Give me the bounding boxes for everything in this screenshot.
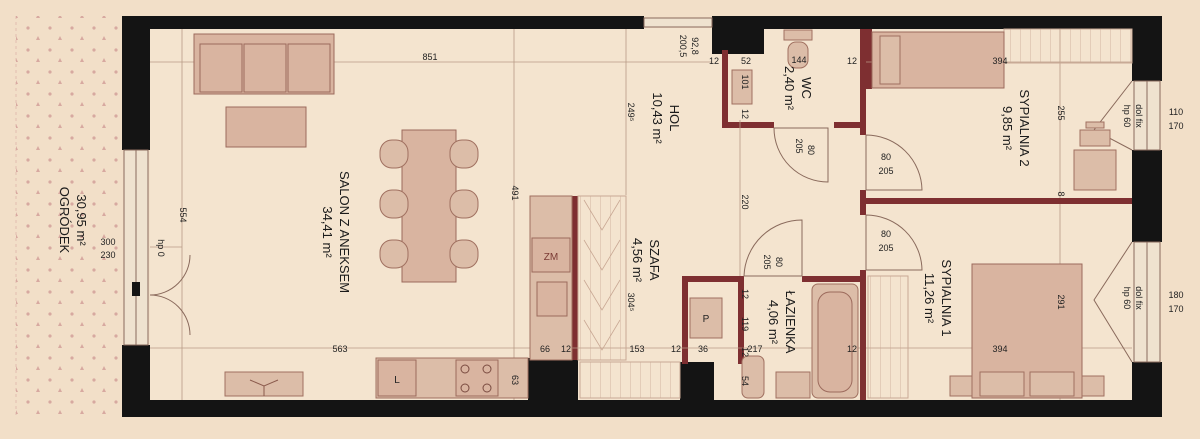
dim-label: 66 (540, 344, 550, 354)
dim-label: 249⁵ (626, 103, 636, 122)
bedroom2-furniture (871, 31, 1117, 191)
dim-label: 119 (740, 317, 750, 331)
dim-label: 180 (1168, 290, 1183, 300)
dim-label: 153 (629, 344, 644, 354)
dim-label: 205 (794, 138, 804, 153)
dim-label: 63 (510, 375, 520, 385)
dim-label: 12 (740, 289, 750, 299)
coffee-table (225, 106, 307, 148)
dim-label: 170 (1168, 304, 1183, 314)
dim-label: 92,8 (690, 37, 700, 55)
dim-label: 217 (747, 344, 762, 354)
dim-label: 12 (847, 56, 857, 66)
kitchen-units (375, 195, 573, 399)
dim-label: hp 60 (1122, 287, 1132, 310)
dim-label: 394 (992, 344, 1007, 354)
dim-label: 851 (422, 52, 437, 62)
dim-label: 110 (1169, 107, 1183, 117)
dim-label: 554 (178, 207, 188, 222)
dim-label: 80 (881, 229, 891, 239)
room-hall-label: HOL 10,43 m² (650, 92, 682, 144)
dim-label: 144 (791, 55, 806, 65)
room-name: WC (799, 77, 814, 99)
room-area: 4,56 m² (630, 238, 645, 283)
dim-label: 12 (740, 347, 750, 357)
dim-label: 394 (992, 56, 1007, 66)
dim-label: 80 (806, 145, 816, 155)
dim-label: 80 (881, 152, 891, 162)
room-name: ŁAZIENKA (783, 291, 798, 354)
dim-label: 563 (332, 344, 347, 354)
dim-label: 170 (1168, 121, 1183, 131)
dim-label: 12 (709, 56, 719, 66)
dim-label: 52 (741, 56, 751, 66)
dim-label: 230 (100, 250, 115, 260)
room-living-label: SALON Z ANEKSEM 34,41 m² (320, 171, 352, 293)
bedroom1-furniture (949, 263, 1105, 399)
dim-label: dol fix (1134, 104, 1144, 128)
dim-label: hp 60 (1122, 105, 1132, 128)
washer-label: P (703, 314, 710, 325)
doors (149, 80, 1133, 363)
room-wardrobe-label: SZAFA 4,56 m² (630, 238, 662, 283)
sofa (193, 33, 335, 95)
room-area: 10,43 m² (650, 92, 665, 144)
dining-table (379, 129, 479, 283)
dim-label: 205 (878, 243, 893, 253)
dim-label: 220 (740, 194, 750, 209)
dim-label: 101 (740, 74, 750, 89)
dim-label: 36 (698, 344, 708, 354)
room-name: SYPIALNIA 2 (1017, 89, 1032, 166)
outer-walls (122, 16, 1162, 417)
bathroom-fixtures (689, 283, 859, 399)
room-garden-label: OGRÓDEK 30,95 m² (57, 187, 89, 254)
room-area: 4,06 m² (766, 300, 781, 345)
tv-stand (224, 371, 304, 397)
dim-label: 300 (100, 237, 115, 247)
dim-label: 291 (1056, 294, 1066, 309)
dimension-labels-vertical: 554 491 hp 0 63 92,8 200,5 249⁵ 304⁵ 101… (156, 35, 1144, 386)
room-wc-label: WC 2,40 m² (782, 66, 814, 111)
dim-label: 205 (762, 254, 772, 269)
dimension-labels: 851 563 300 230 66 12 153 12 36 217 12 3… (100, 52, 1183, 354)
interior-walls (572, 29, 1132, 400)
dim-label: 80 (774, 257, 784, 267)
wardrobes (577, 28, 1133, 399)
dim-label: 12 (847, 344, 857, 354)
dim-label: 12 (671, 344, 681, 354)
room-bedroom1-label: SYPIALNIA 1 11,26 m² (922, 259, 954, 336)
dim-label: 54 (740, 376, 750, 386)
room-area: 9,85 m² (1000, 106, 1015, 151)
room-bedroom2-label: SYPIALNIA 2 9,85 m² (1000, 89, 1032, 166)
dim-label: 255 (1056, 105, 1066, 120)
garden-area (16, 16, 122, 416)
dim-label: 200,5 (678, 35, 688, 58)
oven-label: L (394, 375, 400, 386)
dim-label: 491 (510, 185, 520, 200)
room-area: 2,40 m² (782, 66, 797, 111)
room-name: SALON Z ANEKSEM (337, 171, 352, 293)
room-area: 11,26 m² (922, 273, 937, 324)
room-name: OGRÓDEK (57, 187, 72, 254)
room-name: SYPIALNIA 1 (939, 259, 954, 336)
dim-label: 12 (740, 109, 750, 119)
wc-fixtures (731, 29, 813, 105)
room-bathroom-label: ŁAZIENKA 4,06 m² (766, 291, 798, 354)
dim-label: 205 (878, 166, 893, 176)
dim-label: hp 0 (156, 239, 166, 257)
dim-label: 304⁵ (626, 293, 636, 312)
dim-label: dol fix (1134, 286, 1144, 310)
dim-label: 12 (561, 344, 571, 354)
windows (123, 17, 1161, 363)
room-area: 30,95 m² (74, 194, 89, 246)
dim-label: 8 (1056, 191, 1066, 196)
room-name: SZAFA (647, 239, 662, 281)
fridge-label: ZM (544, 252, 558, 263)
room-area: 34,41 m² (320, 206, 335, 258)
room-name: HOL (667, 105, 682, 132)
